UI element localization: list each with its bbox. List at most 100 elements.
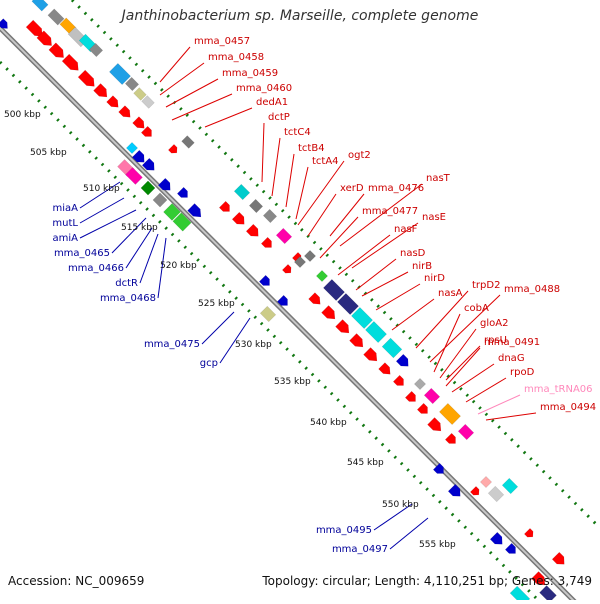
gene-feature: [416, 402, 428, 414]
gene-label-mma_0475: mma_0475: [144, 339, 200, 350]
gene-label-nasE: nasE: [422, 212, 446, 223]
accession-text: Accession: NC_009659: [8, 574, 145, 588]
gene-feature: [140, 180, 156, 196]
gene-arrow: [504, 542, 516, 554]
label-leader-line: [307, 193, 337, 237]
gene-feature: [109, 63, 131, 85]
label-leader-line: [433, 313, 461, 373]
gene-feature: [176, 186, 188, 198]
gene-block: [365, 321, 387, 343]
label-leader-line: [79, 209, 137, 239]
gene-feature: [124, 76, 140, 92]
gene-feature: [258, 274, 270, 286]
scale-tick-label: 555 kbp: [419, 540, 456, 550]
gene-label-mma_0477: mma_0477: [362, 206, 418, 217]
gene-feature: [163, 203, 181, 221]
genome-summary-text: Topology: circular; Length: 4,110,251 bp…: [262, 574, 592, 588]
gene-block: [381, 337, 403, 359]
gene-feature: [469, 485, 480, 496]
scale-tick-label: 545 kbp: [347, 458, 384, 468]
outer-dotted-ring: [70, 0, 600, 530]
gene-block: [133, 87, 147, 101]
gene-block: [109, 63, 131, 85]
gene-feature: [141, 157, 155, 171]
gene-block: [275, 227, 293, 245]
gene-block: [181, 135, 195, 149]
label-leader-line: [111, 217, 147, 254]
gene-feature: [61, 53, 79, 71]
gene-feature: [0, 18, 8, 29]
gene-feature: [281, 263, 292, 274]
gene-feature: [157, 177, 171, 191]
gene-feature: [363, 347, 378, 362]
gene-feature: [487, 485, 505, 503]
gene-label-nasF: nasF: [394, 224, 418, 235]
gene-feature: [48, 42, 64, 58]
gene-feature: [233, 183, 251, 201]
gene-feature: [31, 0, 49, 12]
gene-block: [88, 42, 104, 58]
label-leader-line: [329, 193, 365, 237]
gene-label-miaA: miaA: [53, 203, 79, 214]
gene-block: [140, 180, 156, 196]
scale-tick-label: 520 kbp: [160, 261, 197, 271]
gene-label-dnaG: dnaG: [498, 353, 525, 364]
gene-label-mma_0465: mma_0465: [54, 248, 110, 259]
gene-feature: [479, 475, 493, 489]
gene-arrow: [447, 483, 461, 497]
gene-feature: [432, 462, 444, 474]
scale-tick-label: 535 kbp: [274, 377, 311, 387]
gene-arrow: [187, 203, 202, 218]
gene-feature: [106, 95, 119, 108]
gene-feature: [323, 279, 345, 301]
gene-block: [233, 183, 251, 201]
label-leader-lines: [79, 46, 537, 550]
gene-arrow: [61, 53, 79, 71]
gene-arrow: [469, 485, 480, 496]
gene-feature: [172, 212, 192, 232]
gene-arrow: [140, 125, 152, 137]
gene-feature: [395, 353, 409, 367]
backbone-line-dark: [0, 24, 581, 604]
gene-label-gloA2: gloA2: [480, 318, 508, 329]
label-leader-line: [159, 46, 191, 83]
gene-feature: [423, 387, 441, 405]
label-leader-line: [171, 93, 233, 121]
gene-label-xerD: xerD: [340, 183, 364, 194]
label-leader-line: [337, 234, 391, 276]
gene-label-tctA4: tctA4: [312, 156, 339, 167]
gene-block: [479, 475, 493, 489]
label-leader-line: [139, 233, 159, 284]
gene-block: [539, 585, 557, 603]
label-leader-line: [295, 166, 309, 220]
gene-feature: [133, 87, 147, 101]
gene-feature: [125, 141, 139, 155]
gene-arrow: [260, 236, 272, 248]
label-leader-line: [297, 160, 345, 226]
scale-tick-label: 510 kbp: [83, 184, 120, 194]
gene-arrow: [131, 149, 145, 163]
gene-feature: [531, 571, 546, 586]
label-leader-line: [451, 363, 495, 393]
gene-feature: [275, 227, 293, 245]
gene-feature: [248, 198, 264, 214]
gene-arrow: [36, 30, 52, 46]
gene-feature: [132, 116, 145, 129]
scale-tick-label: 525 kbp: [198, 299, 235, 309]
label-leader-line: [373, 503, 413, 531]
gene-block: [439, 403, 461, 425]
gene-feature: [140, 125, 152, 137]
gene-arrow: [167, 143, 178, 154]
gene-label-dedA1: dedA1: [256, 97, 288, 108]
gene-feature: [93, 83, 108, 98]
label-leader-line: [389, 517, 429, 550]
label-leader-line: [159, 62, 205, 96]
gene-label-nasT: nasT: [426, 173, 451, 184]
gene-arrow: [176, 186, 188, 198]
gene-feature: [47, 8, 65, 26]
gene-feature: [378, 362, 391, 375]
label-leader-line: [445, 345, 481, 381]
gene-label-mma_0495: mma_0495: [316, 525, 372, 536]
gene-label-nasA: nasA: [438, 288, 463, 299]
